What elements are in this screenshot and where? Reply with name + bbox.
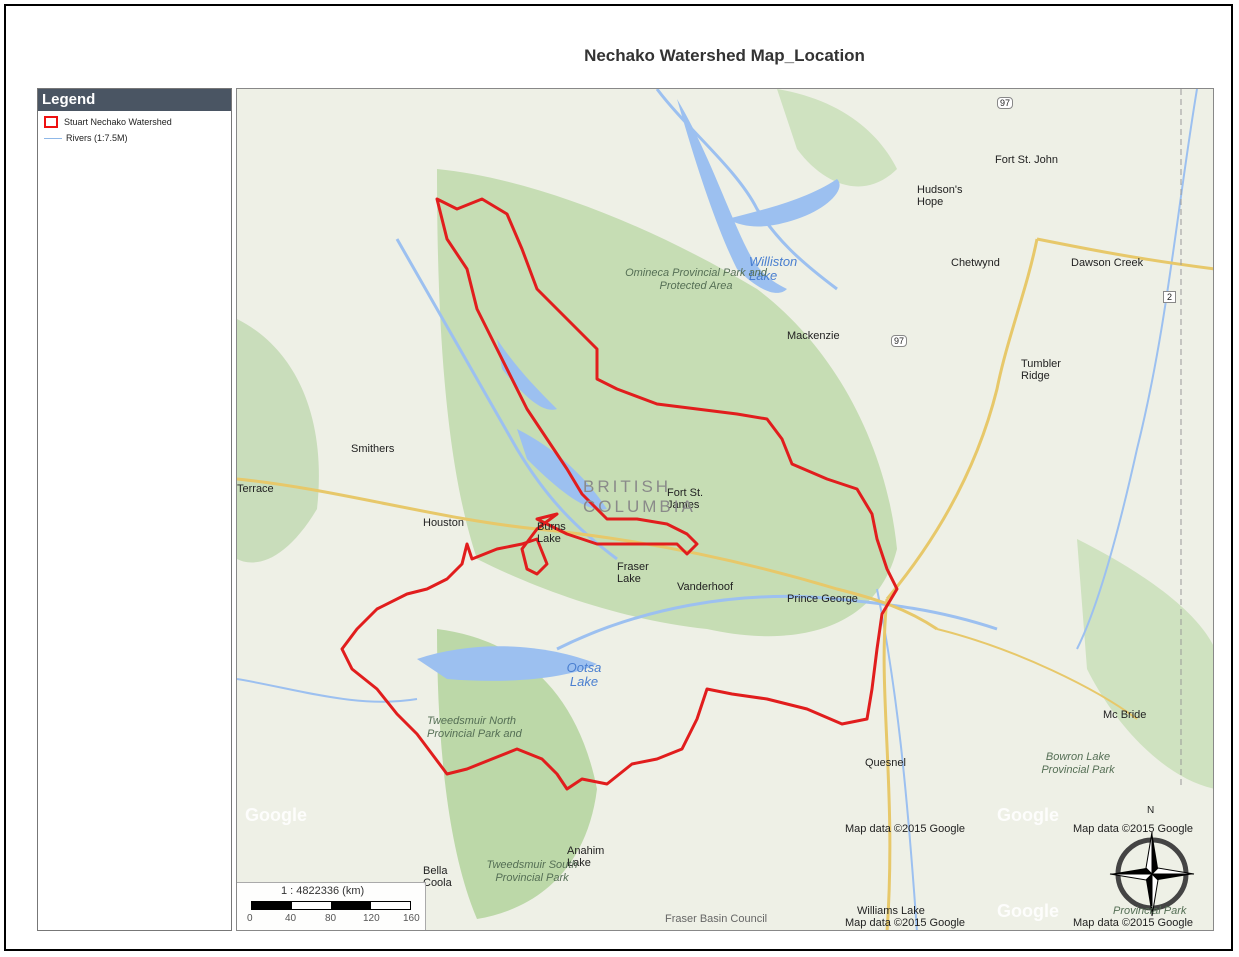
map-attribution: Map data ©2015 Google — [845, 823, 966, 835]
place-houston: Houston — [423, 517, 464, 529]
lake — [517, 429, 607, 510]
place-prince-george: Prince George — [787, 593, 858, 605]
google-watermark: Google — [997, 805, 1059, 825]
scale-bar — [251, 901, 411, 910]
label-bowron-lake: Bowron Lake Provincial Park — [1041, 751, 1115, 776]
forest-area — [237, 319, 319, 563]
scale-ratio: 1 : 4822336 (km) — [281, 885, 365, 897]
map-canvas — [237, 89, 1213, 930]
place-williams-lake: Williams Lake — [857, 905, 925, 917]
label-williston-lake: Williston Lake — [749, 254, 798, 283]
place-burns-lake: Burns Lake — [537, 521, 566, 545]
river — [1076, 89, 1198, 650]
map-attribution: Map data ©2015 Google — [1073, 823, 1194, 835]
google-watermark: Google — [245, 805, 307, 825]
map-credit: Fraser Basin Council — [665, 913, 768, 925]
scale-tick: 0 — [247, 913, 253, 924]
place-dawson-creek: Dawson Creek — [1071, 257, 1144, 269]
scale-tick: 40 — [285, 913, 297, 924]
place-bella-coola: Bella Coola — [423, 865, 452, 889]
highway — [882, 598, 892, 930]
watershed-swatch-icon — [44, 116, 58, 128]
legend-item-watershed: Stuart Nechako Watershed — [38, 111, 231, 133]
place-fraser-lake: Fraser Lake — [617, 561, 649, 585]
river-swatch-icon — [44, 137, 62, 139]
place-fort-st-james: Fort St. James — [667, 487, 704, 511]
place-hudsons-hope: Hudson's Hope — [917, 184, 963, 208]
scale-tick: 80 — [325, 913, 337, 924]
place-terrace: Terrace — [237, 483, 274, 495]
highway — [1036, 237, 1213, 271]
compass-north-label: N — [1147, 805, 1155, 816]
scale-tick: 120 — [363, 913, 380, 924]
place-smithers: Smithers — [351, 443, 395, 455]
label-provincial-park: Provincial Park — [1113, 905, 1187, 917]
label-tweedsmuir-south: Tweedsmuir South Provincial Park — [486, 859, 578, 884]
highway — [237, 477, 938, 631]
place-chetwynd: Chetwynd — [951, 257, 1000, 269]
river — [395, 238, 618, 561]
legend-item-rivers: Rivers (1:7.5M) — [38, 127, 231, 149]
watershed-boundary — [340, 197, 899, 791]
shield-97-north: 97 — [997, 97, 1014, 109]
legend-label-rivers: Rivers (1:7.5M) — [66, 133, 128, 143]
scale-bar-panel: 1 : 4822336 (km) 0 40 80 120 160 — [237, 882, 426, 930]
shield-97-south: 97 — [891, 335, 908, 347]
label-ootsa-lake: Ootsa Lake — [566, 660, 602, 689]
map-title: Nechako Watershed Map_Location — [584, 46, 865, 65]
compass-rose-icon — [1109, 831, 1195, 917]
legend-label-watershed: Stuart Nechako Watershed — [64, 117, 172, 127]
page-frame — [4, 4, 1233, 951]
highway — [936, 628, 1138, 720]
label-british-columbia: BRITISH COLUMBIA — [583, 477, 696, 516]
place-quesnel: Quesnel — [865, 757, 906, 769]
place-mc-bride: Mc Bride — [1103, 709, 1147, 721]
google-watermark: Google — [997, 901, 1059, 921]
river — [556, 594, 998, 651]
williston-lake — [677, 99, 787, 293]
ootsa-lake — [417, 646, 597, 681]
place-fort-st-john: Fort St. John — [995, 154, 1058, 166]
legend-header: Legend — [38, 89, 231, 111]
forest-area — [1077, 539, 1213, 789]
place-anahim-lake: Anahim Lake — [567, 845, 605, 869]
highway — [885, 238, 1039, 600]
map-attribution: Map data ©2015 Google — [845, 917, 966, 929]
lake — [727, 179, 840, 227]
scale-tick: 160 — [403, 913, 420, 924]
place-vanderhoof: Vanderhoof — [677, 581, 734, 593]
legend-panel: Legend Stuart Nechako Watershed Rivers (… — [37, 88, 232, 931]
forest-area — [437, 169, 897, 637]
shield-2: 2 — [1163, 291, 1177, 303]
label-tweedsmuir-north: Tweedsmuir North Provincial Park and — [427, 715, 522, 740]
label-omineca-park: Omineca Provincial Park and Protected Ar… — [625, 267, 767, 292]
forest-area — [777, 89, 897, 187]
forest-area — [437, 629, 597, 919]
map-attribution: Map data ©2015 Google — [1073, 917, 1194, 929]
river — [237, 678, 418, 703]
place-tumbler-ridge: Tumbler Ridge — [1021, 358, 1061, 382]
place-mackenzie: Mackenzie — [787, 330, 840, 342]
map-view[interactable]: Fort St. John Hudson's Hope Chetwynd Daw… — [236, 88, 1214, 931]
